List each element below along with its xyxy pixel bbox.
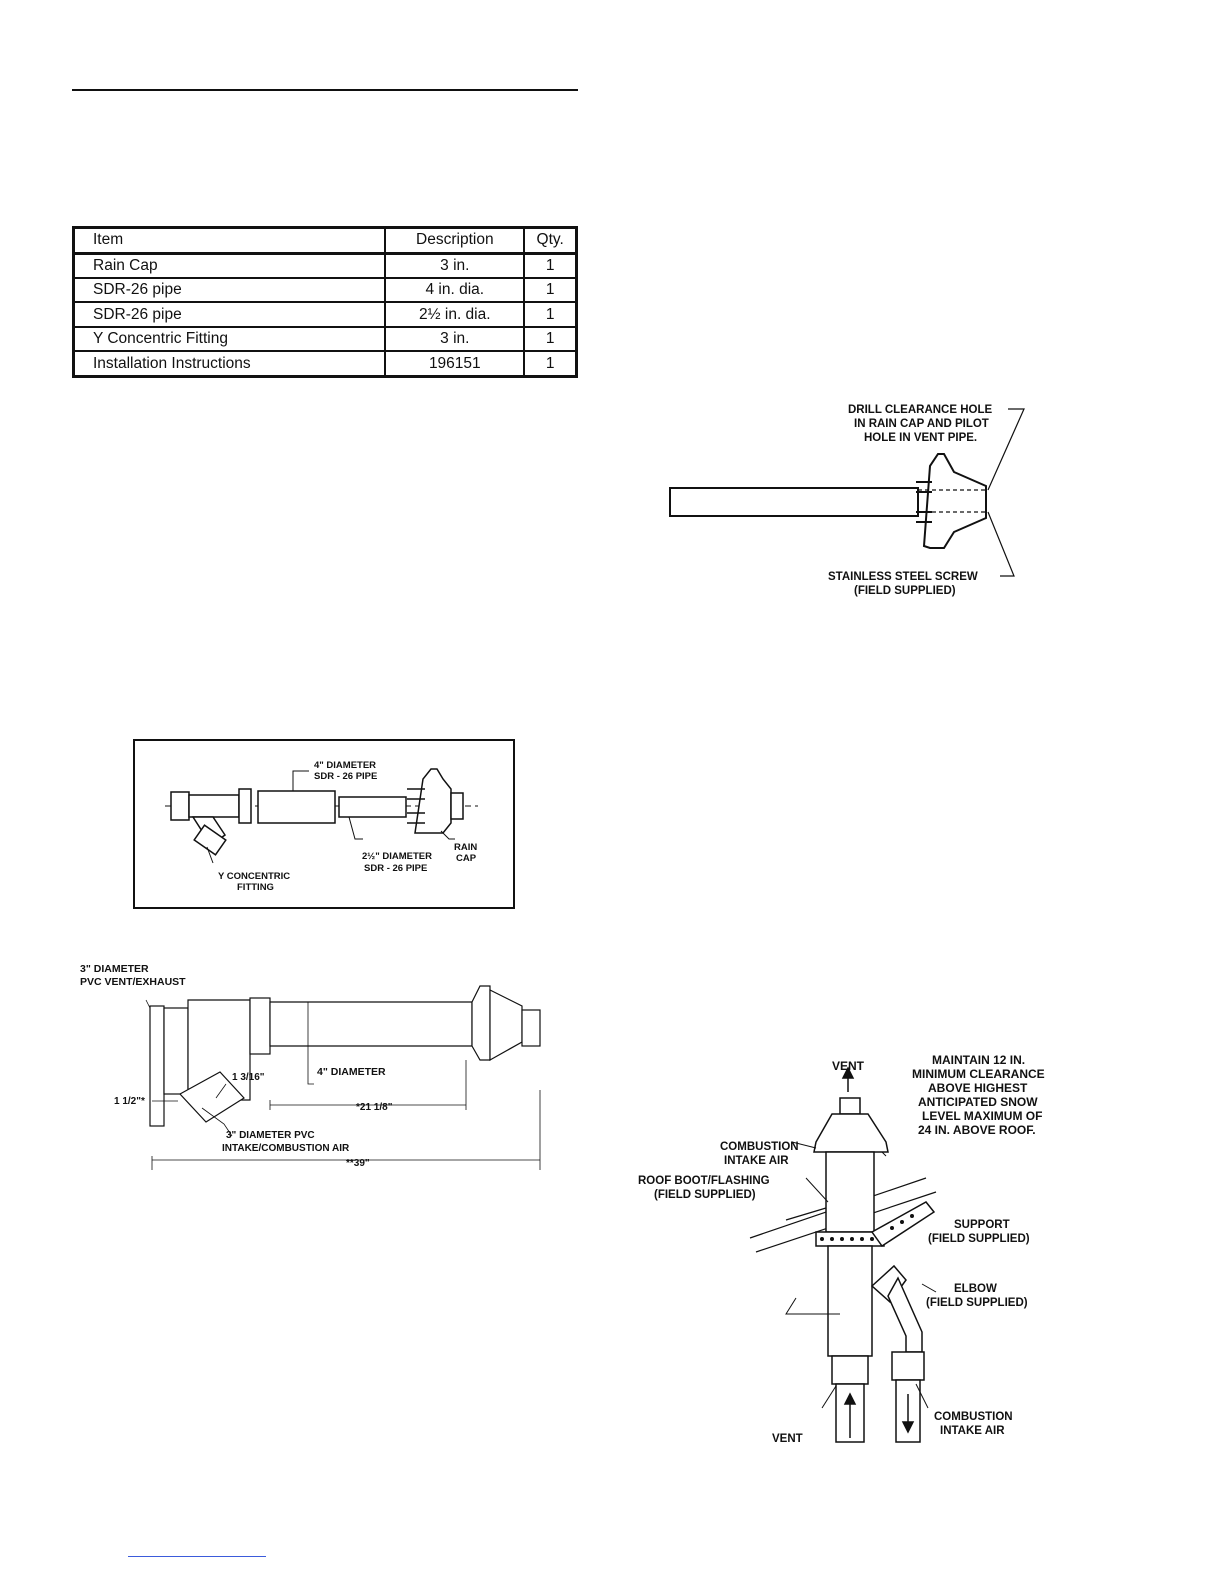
label-dim-1-1-2: 1 1/2"* bbox=[114, 1096, 145, 1107]
raincap-screw-diagram: DRILL CLEARANCE HOLE IN RAIN CAP AND PIL… bbox=[669, 404, 1025, 597]
label-raincap-line2: CAP bbox=[456, 853, 477, 864]
flow-arrows bbox=[841, 1066, 915, 1438]
label-drill-line2: IN RAIN CAP AND PILOT bbox=[854, 418, 989, 430]
label-screw-line2: (FIELD SUPPLIED) bbox=[854, 585, 956, 597]
leader-lines bbox=[785, 1141, 937, 1409]
header-qty: Qty. bbox=[523, 226, 578, 255]
diagram-frame bbox=[133, 739, 515, 909]
label-roofboot-line1: ROOF BOOT/FLASHING bbox=[638, 1175, 770, 1187]
table-row: SDR-26 pipe 2½ in. dia. 1 bbox=[72, 301, 578, 328]
cell-description: 4 in. dia. bbox=[384, 276, 526, 304]
label-maintain-line1: MAINTAIN 12 IN. bbox=[932, 1053, 1025, 1067]
label-intake-line2: INTAKE/COMBUSTION AIR bbox=[222, 1143, 350, 1154]
label-maintain-line2: MINIMUM CLEARANCE bbox=[912, 1067, 1045, 1081]
pipe-2-5in bbox=[338, 796, 407, 818]
cell-qty: 1 bbox=[523, 276, 578, 304]
cell-item: SDR-26 pipe bbox=[72, 301, 387, 328]
footer-link-underline[interactable] bbox=[128, 1556, 266, 1557]
rain-cap bbox=[916, 453, 987, 549]
label-vent-line2: PVC VENT/EXHAUST bbox=[80, 976, 186, 988]
parts-table: Item Description Qty. Rain Cap 3 in. 1 S… bbox=[72, 226, 578, 378]
label-vent-top: VENT bbox=[832, 1059, 865, 1073]
cell-description: 196151 bbox=[384, 350, 526, 378]
label-pipe4-line2: SDR - 26 PIPE bbox=[314, 771, 377, 782]
cell-description: 3 in. bbox=[384, 325, 526, 353]
cell-item: Rain Cap bbox=[72, 252, 387, 279]
cell-qty: 1 bbox=[523, 252, 578, 279]
roof-installation-diagram: VENT MAINTAIN 12 IN. MINIMUM CLEARANCE A… bbox=[638, 1053, 1045, 1445]
cell-item: Y Concentric Fitting bbox=[72, 325, 387, 353]
label-y-line2: FITTING bbox=[237, 882, 274, 893]
support-holes bbox=[820, 1214, 914, 1241]
cell-qty: 1 bbox=[523, 301, 578, 328]
top-rule bbox=[72, 89, 578, 91]
leader-lines bbox=[987, 408, 1025, 577]
cell-qty: 1 bbox=[523, 325, 578, 353]
label-vent-bottom: VENT bbox=[772, 1433, 803, 1445]
vent-assembly bbox=[813, 1097, 936, 1443]
label-pipe4-line1: 4" DIAMETER bbox=[314, 760, 376, 771]
kit-components-diagram: 4" DIAMETER SDR - 26 PIPE 2½" DIAMETER S… bbox=[133, 739, 515, 909]
label-dim-39: **39" bbox=[346, 1158, 370, 1169]
label-combustion-line2: INTAKE AIR bbox=[724, 1155, 789, 1167]
label-support-line2: (FIELD SUPPLIED) bbox=[928, 1233, 1030, 1245]
label-drill-line1: DRILL CLEARANCE HOLE bbox=[848, 404, 993, 416]
table-header-row: Item Description Qty. bbox=[72, 226, 578, 255]
label-y-line1: Y CONCENTRIC bbox=[218, 871, 290, 882]
label-pipe25-line2: SDR - 26 PIPE bbox=[364, 863, 427, 874]
label-intake-bottom-line2: INTAKE AIR bbox=[940, 1425, 1005, 1437]
label-vent-line1: 3" DIAMETER bbox=[80, 963, 149, 975]
header-description: Description bbox=[384, 226, 526, 255]
label-4in-diameter: 4" DIAMETER bbox=[317, 1066, 386, 1078]
table-row: Y Concentric Fitting 3 in. 1 bbox=[72, 325, 578, 353]
label-support-line1: SUPPORT bbox=[954, 1219, 1010, 1231]
label-intake-bottom-line1: COMBUSTION bbox=[934, 1411, 1013, 1423]
y-concentric-fitting bbox=[170, 788, 252, 856]
rain-cap bbox=[407, 768, 464, 834]
header-item: Item bbox=[72, 226, 387, 255]
label-maintain-line3: ABOVE HIGHEST bbox=[928, 1081, 1028, 1095]
table-row: SDR-26 pipe 4 in. dia. 1 bbox=[72, 276, 578, 304]
table-row: Installation Instructions 196151 1 bbox=[72, 350, 578, 378]
label-maintain-line4: ANTICIPATED SNOW bbox=[918, 1095, 1038, 1109]
label-maintain-line5: LEVEL MAXIMUM OF bbox=[922, 1109, 1042, 1123]
label-pipe25-line1: 2½" DIAMETER bbox=[362, 851, 432, 862]
cell-description: 3 in. bbox=[384, 252, 526, 279]
cell-item: Installation Instructions bbox=[72, 350, 387, 378]
label-screw-line1: STAINLESS STEEL SCREW bbox=[828, 571, 978, 583]
table-row: Rain Cap 3 in. 1 bbox=[72, 252, 578, 279]
assembly-drawing bbox=[149, 985, 541, 1127]
cell-item: SDR-26 pipe bbox=[72, 276, 387, 304]
label-roofboot-line2: (FIELD SUPPLIED) bbox=[654, 1189, 756, 1201]
vent-pipe bbox=[669, 487, 919, 517]
cell-qty: 1 bbox=[523, 350, 578, 378]
label-elbow-line1: ELBOW bbox=[954, 1283, 997, 1295]
dimension-lines bbox=[145, 999, 541, 1170]
label-combustion-line1: COMBUSTION bbox=[720, 1141, 799, 1153]
pipe-4in bbox=[257, 790, 336, 824]
label-elbow-line2: (FIELD SUPPLIED) bbox=[926, 1297, 1028, 1309]
label-drill-line3: HOLE IN VENT PIPE. bbox=[864, 432, 977, 444]
label-dim-1-3-16: 1 3/16" bbox=[232, 1072, 265, 1083]
label-intake-line1: 3" DIAMETER PVC bbox=[226, 1130, 315, 1141]
cell-description: 2½ in. dia. bbox=[384, 301, 526, 328]
label-maintain-line6: 24 IN. ABOVE ROOF. bbox=[918, 1123, 1036, 1137]
label-raincap-line1: RAIN bbox=[454, 842, 477, 853]
dimension-diagram: 3" DIAMETER PVC VENT/EXHAUST 4" DIAMETER… bbox=[80, 963, 541, 1170]
screw-holes bbox=[918, 489, 986, 513]
label-dim-21-1-8: *21 1/8" bbox=[356, 1102, 393, 1113]
